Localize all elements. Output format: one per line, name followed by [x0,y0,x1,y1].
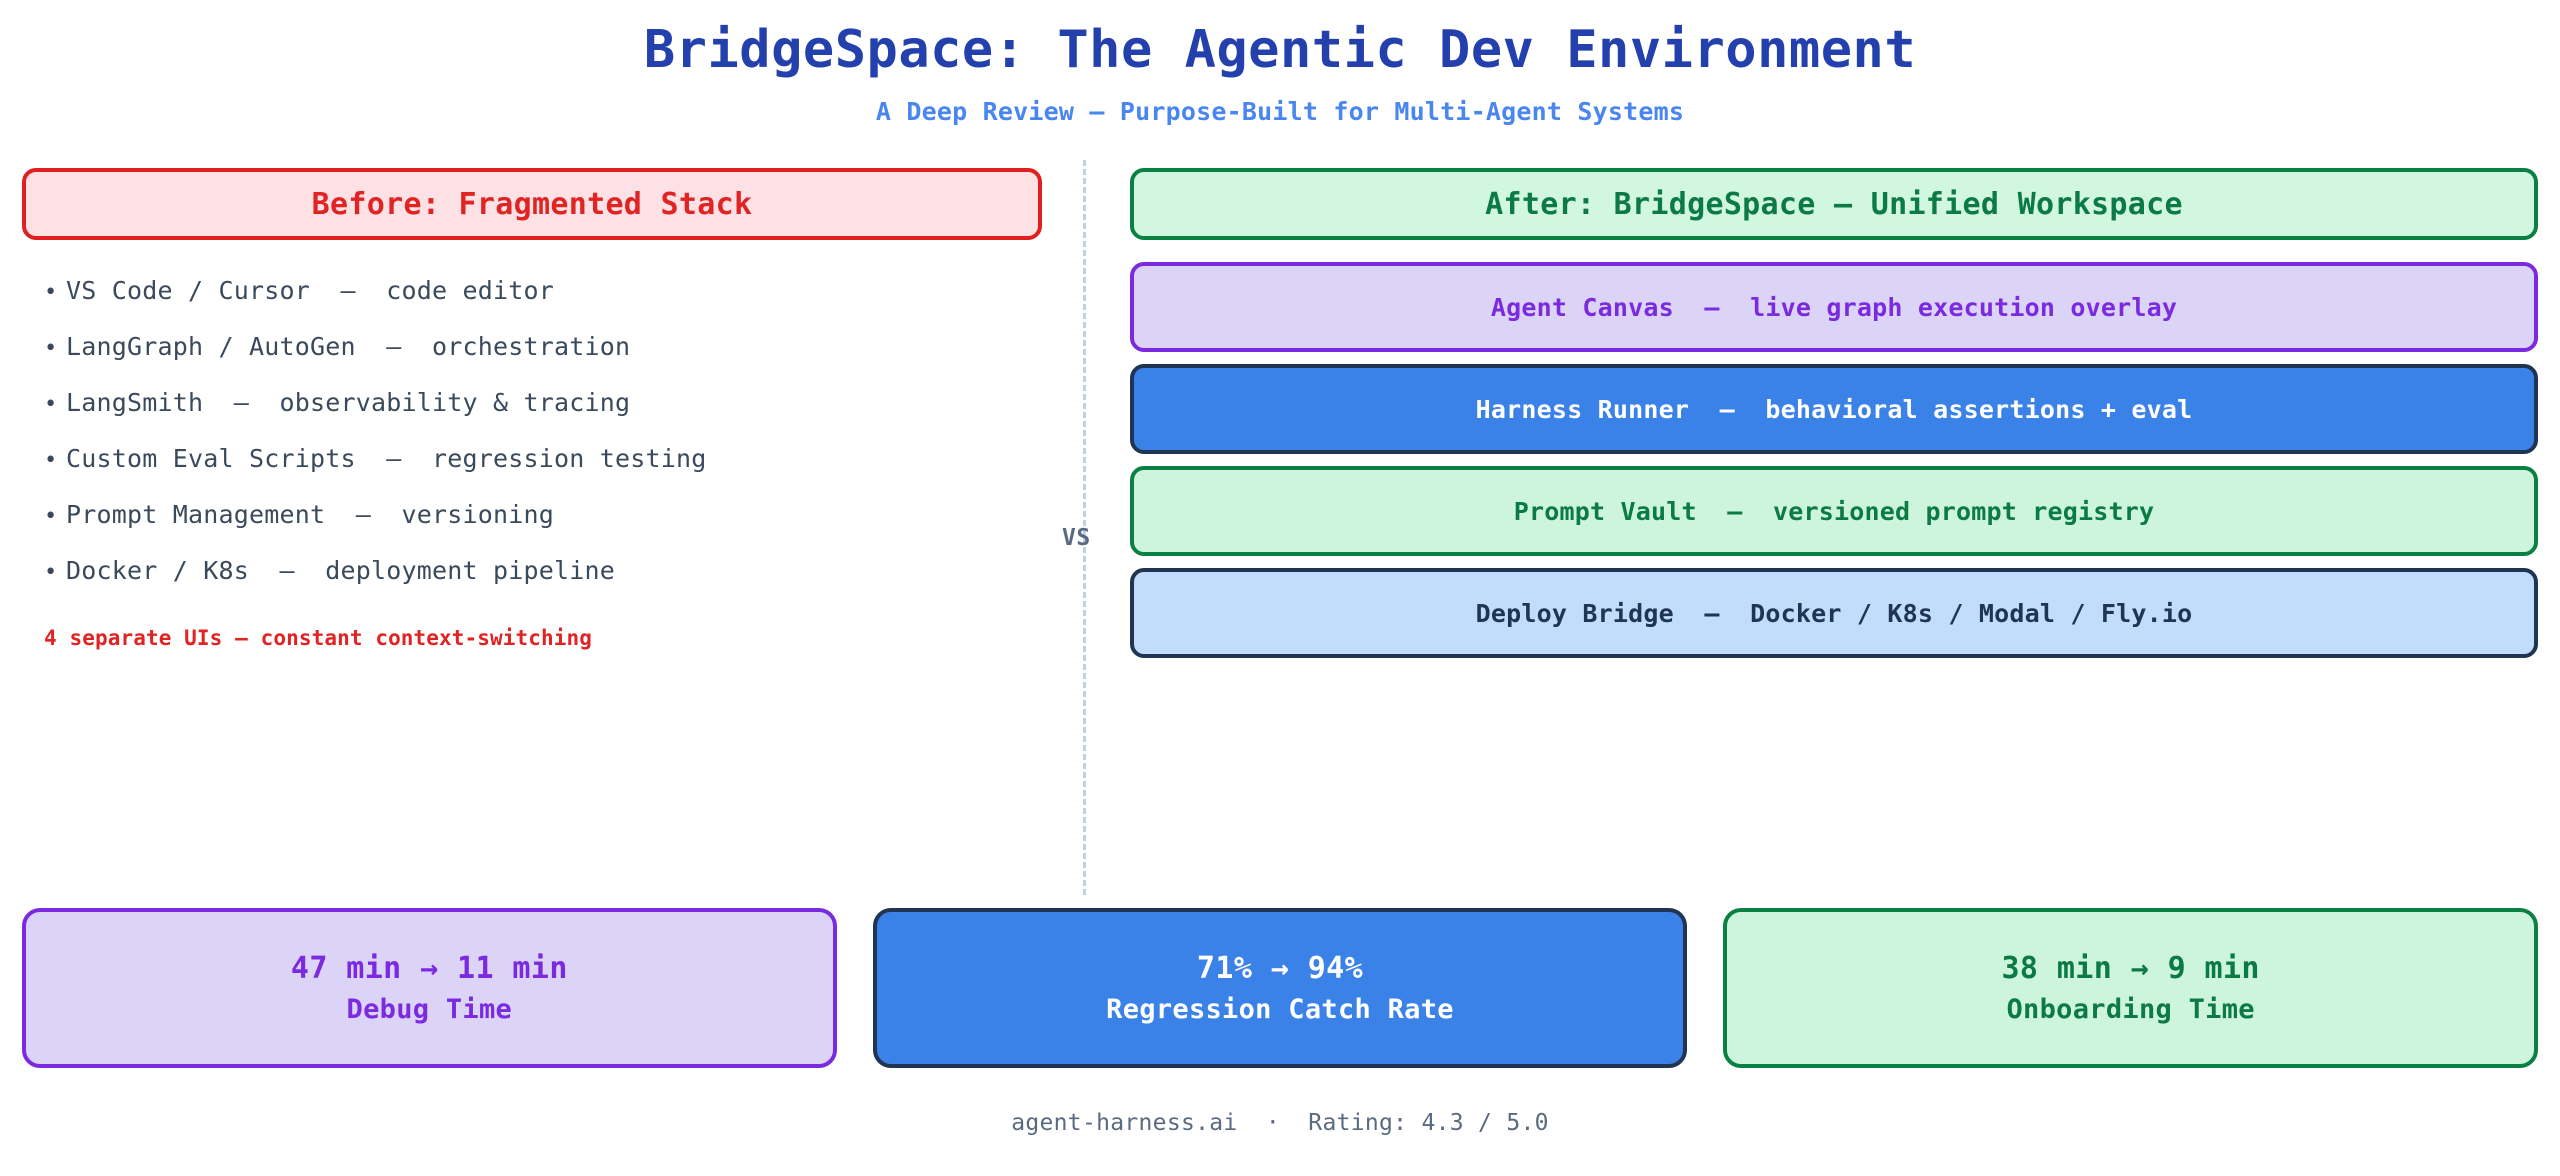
after-feature-list: Agent Canvas — live graph execution over… [1130,262,2538,658]
metric-label: Regression Catch Rate [1106,994,1454,1025]
metric-card-regression-catch-rate: 71% → 94% Regression Catch Rate [872,908,1688,1068]
list-item-label: LangSmith — observability & tracing [66,388,631,417]
bullet-icon: • [44,392,58,417]
list-item-label: Prompt Management — versioning [66,500,555,529]
list-item: • Prompt Management — versioning [44,500,1042,556]
metric-label: Debug Time [346,994,513,1025]
page-header: BridgeSpace: The Agentic Dev Environment… [0,0,2560,126]
list-item: • Docker / K8s — deployment pipeline [44,556,1042,612]
bullet-icon: • [44,280,58,305]
list-item-label: VS Code / Cursor — code editor [66,276,555,305]
feature-card-harness-runner: Harness Runner — behavioral assertions +… [1130,364,2538,454]
list-item: • LangGraph / AutoGen — orchestration [44,332,1042,388]
metrics-row: 47 min → 11 min Debug Time 71% → 94% Reg… [22,908,2539,1068]
list-item: • LangSmith — observability & tracing [44,388,1042,444]
comparison-columns: Before: Fragmented Stack • VS Code / Cur… [0,168,2560,898]
fragmentation-note: 4 separate UIs — constant context-switch… [44,626,592,650]
metric-card-debug-time: 47 min → 11 min Debug Time [22,908,837,1068]
bullet-icon: • [44,504,58,529]
page-title: BridgeSpace: The Agentic Dev Environment [643,20,1917,80]
metric-value: 38 min → 9 min [2001,951,2260,986]
feature-card-deploy-bridge: Deploy Bridge — Docker / K8s / Modal / F… [1130,568,2538,658]
list-item: • Custom Eval Scripts — regression testi… [44,444,1042,500]
vs-label: VS [1062,525,1091,551]
metric-card-onboarding-time: 38 min → 9 min Onboarding Time [1723,908,2539,1068]
before-column: Before: Fragmented Stack • VS Code / Cur… [22,168,1042,650]
list-item-label: LangGraph / AutoGen — orchestration [66,332,631,361]
metric-label: Onboarding Time [2006,994,2255,1025]
page-subtitle: A Deep Review — Purpose-Built for Multi-… [875,97,1685,127]
bullet-icon: • [44,560,58,585]
feature-card-prompt-vault: Prompt Vault — versioned prompt registry [1130,466,2538,556]
vertical-divider [1083,160,1086,895]
metric-value: 71% → 94% [1196,951,1364,986]
bullet-icon: • [44,336,58,361]
after-panel-header: After: BridgeSpace — Unified Workspace [1130,168,2538,240]
feature-card-agent-canvas: Agent Canvas — live graph execution over… [1130,262,2538,352]
footer-attribution: agent-harness.ai · Rating: 4.3 / 5.0 [1011,1110,1549,1136]
before-panel-header: Before: Fragmented Stack [22,168,1042,240]
bullet-icon: • [44,448,58,473]
after-column: After: BridgeSpace — Unified Workspace A… [1130,168,2538,670]
list-item-label: Custom Eval Scripts — regression testing [66,444,707,473]
metric-value: 47 min → 11 min [290,951,568,986]
before-tool-list: • VS Code / Cursor — code editor • LangG… [22,276,1042,612]
list-item-label: Docker / K8s — deployment pipeline [66,556,616,585]
list-item: • VS Code / Cursor — code editor [44,276,1042,332]
